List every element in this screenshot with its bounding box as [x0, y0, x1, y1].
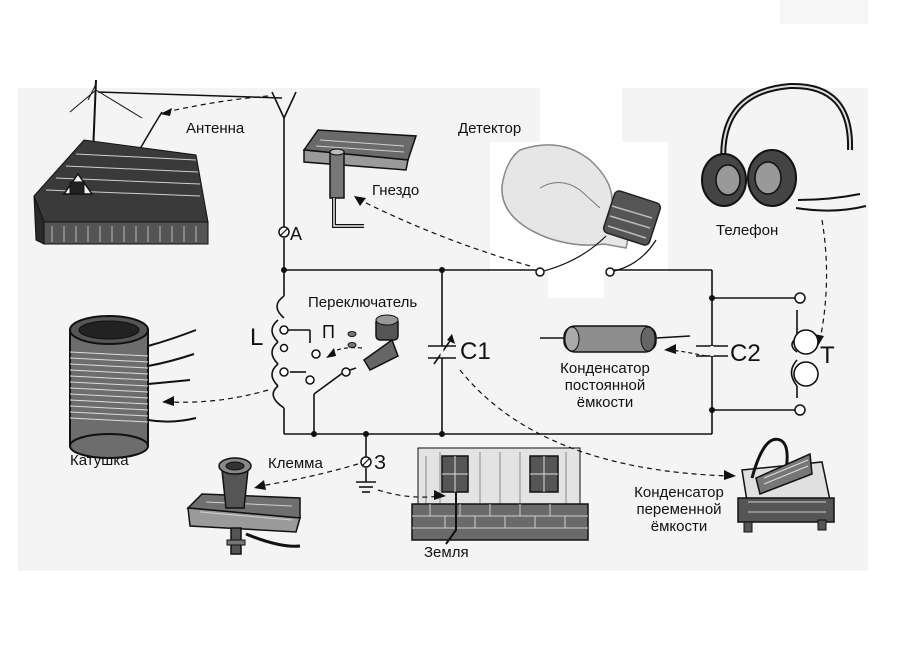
ground-label: Земля — [424, 544, 469, 561]
schematic-wires — [271, 91, 800, 493]
terminal-circles — [278, 226, 806, 468]
phones-pointer — [819, 219, 828, 341]
coil-icon — [69, 315, 197, 459]
bulb-wire-left — [539, 235, 607, 273]
c2-symbol: С2 — [730, 340, 761, 367]
variable-capacitor-line-3: ёмкости — [650, 518, 708, 535]
coil-pointer — [169, 389, 269, 403]
switch-label: Переключатель — [308, 294, 418, 311]
terminal-label: Клемма — [268, 455, 323, 472]
fixed-capacitor-line-2: постоянной — [564, 377, 646, 394]
ground-point-symbol: З — [374, 452, 387, 474]
switch-symbol: П — [322, 322, 335, 342]
coil-symbol: L — [250, 324, 264, 351]
c1-symbol: С1 — [460, 338, 491, 365]
binding-terminal-icon — [186, 457, 301, 555]
junction-dots — [281, 267, 715, 437]
variable-capacitor-line-1: Конденсатор — [634, 484, 724, 501]
phone-earpiece-circles — [793, 329, 819, 387]
phones-symbol: Т — [820, 342, 835, 369]
socket-pointer — [359, 199, 531, 267]
switch-knob-icon — [347, 314, 399, 371]
c1-variable-arrow — [447, 334, 455, 344]
variable-capacitor-icon — [737, 437, 835, 533]
phones-label: Телефон — [716, 222, 779, 239]
antenna-socket-icon — [302, 129, 418, 228]
antenna-label: Антенна — [186, 120, 245, 137]
detector-label: Детектор — [458, 120, 522, 137]
terminal-pointer — [259, 463, 359, 487]
house-with-antenna-icon — [33, 79, 283, 245]
corner-panel — [780, 0, 868, 24]
variable-capacitor-label: Конденсатор переменной ёмкости — [614, 484, 744, 535]
coil-label: Катушка — [70, 452, 129, 469]
antenna-pointer — [165, 95, 269, 113]
detector-label-patch — [540, 86, 622, 142]
fixed-capacitor-icon — [540, 325, 691, 353]
headphones-icon — [701, 82, 867, 212]
variable-capacitor-line-2: переменной — [636, 501, 722, 518]
antenna-point-symbol: А — [290, 224, 303, 244]
fixed-capacitor-line-1: Конденсатор — [560, 360, 650, 377]
fixed-capacitor-label: Конденсатор постоянной ёмкости — [540, 360, 670, 411]
detector-terminal-patch — [548, 268, 604, 298]
light-bulb-icon — [501, 144, 662, 249]
ground-building-icon — [411, 447, 589, 545]
socket-label: Гнездо — [372, 182, 420, 199]
fixed-capacitor-line-3: ёмкости — [576, 394, 634, 411]
